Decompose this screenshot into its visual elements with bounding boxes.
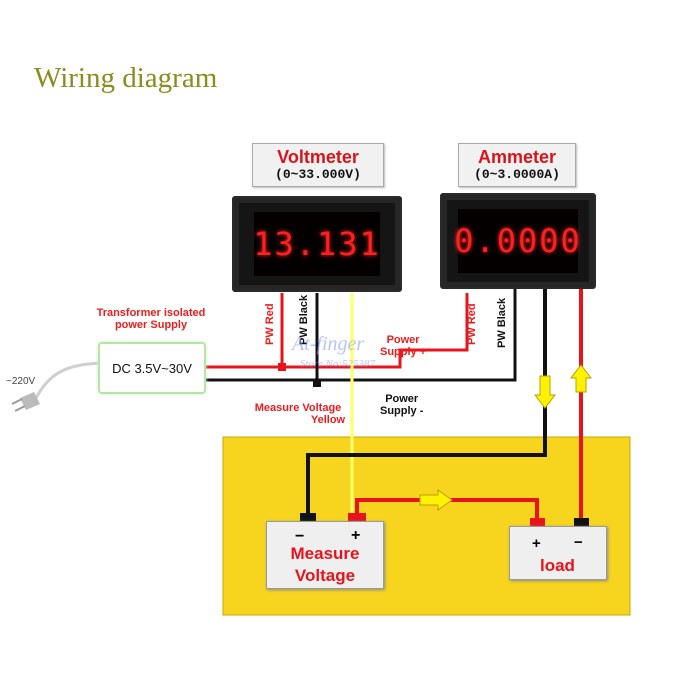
measure-box-text: Measure Voltage bbox=[267, 543, 383, 587]
supply-box: DC 3.5V~30V bbox=[98, 342, 206, 394]
watermark-brand: At-finger bbox=[292, 333, 365, 355]
plug-prongs bbox=[11, 398, 26, 412]
power-minus-line2: Supply - bbox=[380, 405, 424, 417]
measure-plus-terminal bbox=[348, 513, 366, 522]
measure-label-line1: Measure Voltage bbox=[254, 402, 342, 414]
power-plus-label: Power Supply + bbox=[380, 334, 426, 358]
load-minus-sign: − bbox=[574, 534, 583, 551]
measure-voltage-box: − + Measure Voltage bbox=[266, 521, 384, 589]
ammeter-name: Ammeter bbox=[477, 147, 557, 167]
measure-box-line2: Voltage bbox=[294, 566, 356, 585]
voltmeter-pw-red-label: PW Red bbox=[264, 303, 276, 345]
supply-caption: Transformer isolated power Supply bbox=[88, 307, 214, 331]
ammeter-black-wire bbox=[306, 288, 547, 515]
supply-caption-line1: Transformer isolated bbox=[96, 307, 206, 319]
load-label: load bbox=[540, 556, 575, 575]
measure-label-line2: Yellow bbox=[310, 414, 346, 426]
voltmeter-name: Voltmeter bbox=[277, 147, 359, 167]
power-minus-line1: Power bbox=[385, 393, 419, 405]
junction-red bbox=[278, 363, 286, 371]
power-minus-label: Power Supply - bbox=[380, 393, 423, 417]
ammeter-pw-red-label: PW Red bbox=[466, 303, 478, 345]
power-plus-line2: Supply + bbox=[380, 346, 427, 358]
voltmeter-body: 13.131 bbox=[232, 196, 402, 292]
voltmeter-range: (0~33.000V) bbox=[275, 167, 361, 182]
supply-red-wire bbox=[200, 293, 469, 369]
load-box: + − load bbox=[509, 526, 607, 580]
voltmeter-display: 13.131 bbox=[253, 212, 380, 276]
measure-minus-terminal bbox=[300, 513, 316, 522]
supply-black-wire bbox=[200, 288, 517, 382]
measure-box-line1: Measure bbox=[290, 544, 360, 563]
ammeter-range: (0~3.0000A) bbox=[474, 167, 560, 182]
arrow-up bbox=[569, 364, 593, 393]
ammeter-body: 0.0000 bbox=[440, 193, 596, 289]
ammeter-label-box: Ammeter (0~3.0000A) bbox=[458, 143, 576, 187]
watermark-store: Store No:525387 bbox=[300, 358, 376, 370]
mains-cable bbox=[33, 361, 101, 401]
load-plus-sign: + bbox=[532, 535, 541, 552]
measure-voltage-label: Measure Voltage Yellow bbox=[243, 402, 353, 426]
power-plus-line1: Power bbox=[386, 334, 420, 346]
arrow-right bbox=[419, 489, 453, 511]
page-title: Wiring diagram bbox=[34, 62, 218, 94]
arrow-down bbox=[533, 375, 557, 409]
supply-caption-line2: power Supply bbox=[114, 319, 188, 331]
load-plus-terminal bbox=[530, 518, 545, 526]
ammeter-display: 0.0000 bbox=[454, 209, 580, 273]
load-minus-terminal bbox=[574, 518, 589, 526]
ammeter-pw-black-label: PW Black bbox=[496, 297, 508, 348]
plug-icon bbox=[20, 392, 40, 410]
measure-plus-sign: + bbox=[351, 527, 361, 544]
junction-black bbox=[313, 379, 321, 387]
mains-label: ~220V bbox=[6, 376, 36, 387]
measure-minus-sign: − bbox=[295, 528, 305, 545]
voltmeter-label-box: Voltmeter (0~33.000V) bbox=[252, 143, 384, 187]
